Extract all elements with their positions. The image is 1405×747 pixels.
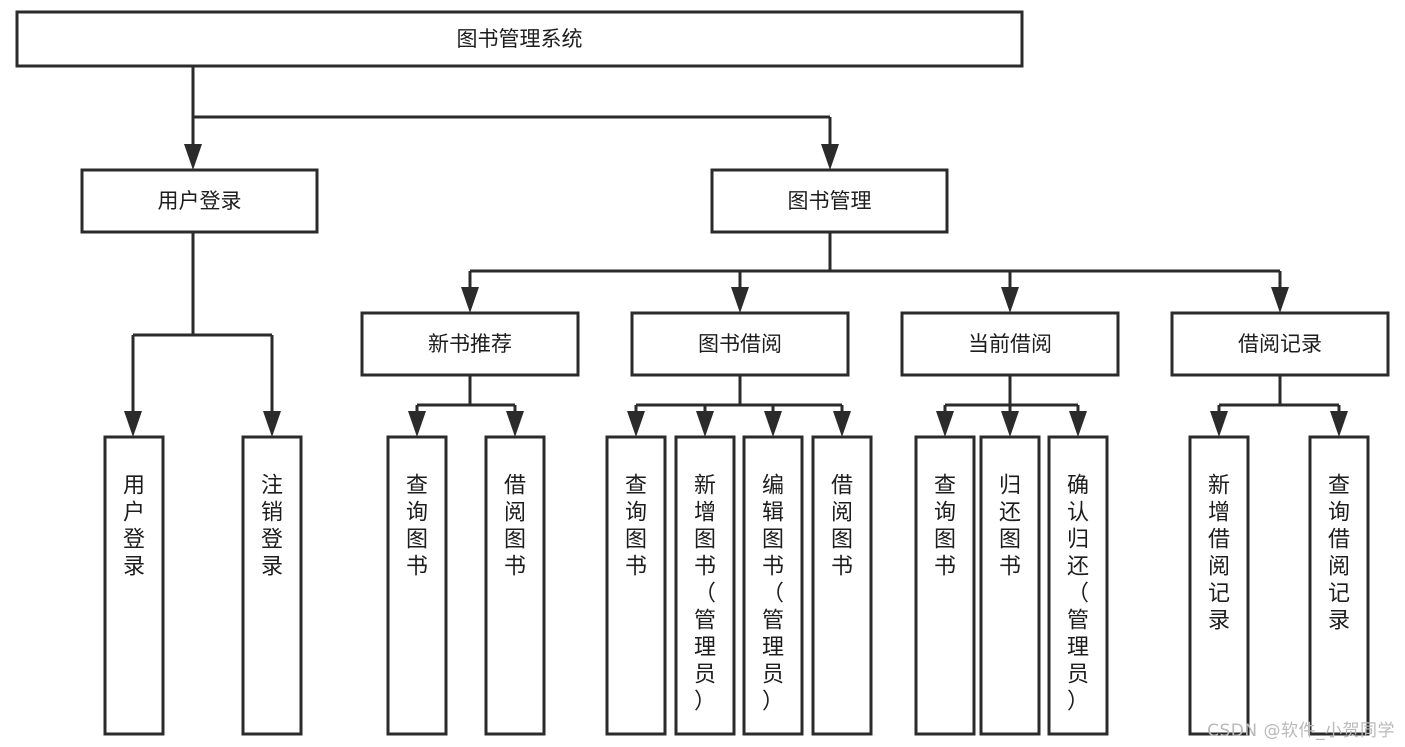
arrow-head-icon — [731, 287, 749, 313]
node-leaf-2[interactable]: 查询图书 — [386, 435, 448, 736]
arrow-head-icon — [408, 411, 426, 437]
arrow-head-icon — [1330, 411, 1348, 437]
node-level3-3-label: 借阅记录 — [1238, 332, 1322, 356]
node-leaf-4[interactable]: 查询图书 — [605, 435, 667, 736]
node-leaf-1-box[interactable] — [241, 435, 303, 736]
node-leaf-4-box[interactable] — [605, 435, 667, 736]
node-leaf-2-label: 查询图书 — [406, 473, 428, 579]
node-level2-0[interactable]: 用户登录 — [80, 168, 319, 234]
node-leaf-3-box[interactable] — [484, 435, 546, 736]
arrow-head-icon — [124, 411, 142, 437]
node-leaf-12-box[interactable] — [1308, 435, 1370, 736]
arrow-head-icon — [1210, 411, 1228, 437]
arrow-head-icon — [833, 411, 851, 437]
node-level2-1-box[interactable] — [710, 168, 949, 234]
arrow-head-icon — [263, 411, 281, 437]
node-leaf-12-label: 查询借阅记录 — [1328, 473, 1350, 633]
node-level3-1[interactable]: 图书借阅 — [630, 311, 850, 377]
node-level2-0-label: 用户登录 — [158, 189, 242, 213]
node-leaf-10-box[interactable] — [1047, 435, 1109, 736]
arrow-head-icon — [696, 411, 714, 437]
node-leaf-10[interactable]: 确认归还（管理员） — [1047, 435, 1109, 736]
node-leaf-7[interactable]: 借阅图书 — [811, 435, 873, 736]
arrow-head-icon — [1069, 411, 1087, 437]
node-level3-2-box[interactable] — [900, 311, 1120, 377]
arrow-head-icon — [184, 144, 202, 170]
node-leaf-1-label: 注销登录 — [261, 473, 283, 579]
node-leaf-8-label: 查询图书 — [934, 473, 956, 579]
arrow-head-icon — [1001, 287, 1019, 313]
connector-layer — [124, 66, 1348, 437]
node-leaf-8-box[interactable] — [914, 435, 976, 736]
node-leaf-9-label: 归还图书 — [999, 473, 1021, 579]
arrow-head-icon — [506, 411, 524, 437]
node-leaf-9[interactable]: 归还图书 — [979, 435, 1041, 736]
node-leaf-5-label: 新增图书（管理员） — [694, 473, 716, 714]
node-level3-1-box[interactable] — [630, 311, 850, 377]
node-level3-3-box[interactable] — [1170, 311, 1390, 377]
node-level3-0-box[interactable] — [360, 311, 580, 377]
node-level3-3[interactable]: 借阅记录 — [1170, 311, 1390, 377]
node-level2-1[interactable]: 图书管理 — [710, 168, 949, 234]
node-root-label: 图书管理系统 — [457, 27, 583, 51]
node-leaf-7-box[interactable] — [811, 435, 873, 736]
node-leaf-0-box[interactable] — [103, 435, 165, 736]
node-level2-0-box[interactable] — [80, 168, 319, 234]
node-leaf-6[interactable]: 编辑图书（管理员） — [742, 435, 804, 736]
arrow-head-icon — [821, 144, 839, 170]
arrow-head-icon — [936, 411, 954, 437]
node-level3-2[interactable]: 当前借阅 — [900, 311, 1120, 377]
node-level3-0-label: 新书推荐 — [428, 332, 512, 356]
node-leaf-3-label: 借阅图书 — [504, 473, 526, 579]
node-leaf-5[interactable]: 新增图书（管理员） — [674, 435, 736, 736]
csdn-watermark: CSDN @软件_小贺同学 — [1207, 721, 1395, 741]
node-leaf-12[interactable]: 查询借阅记录 — [1308, 435, 1370, 736]
node-leaf-11[interactable]: 新增借阅记录 — [1188, 435, 1250, 736]
node-leaf-1[interactable]: 注销登录 — [241, 435, 303, 736]
node-leaf-2-box[interactable] — [386, 435, 448, 736]
node-leaf-3[interactable]: 借阅图书 — [484, 435, 546, 736]
node-level3-2-label: 当前借阅 — [968, 332, 1052, 356]
node-leaf-0-label: 用户登录 — [123, 473, 145, 579]
node-leaf-11-box[interactable] — [1188, 435, 1250, 736]
node-leaf-6-box[interactable] — [742, 435, 804, 736]
node-leaf-8[interactable]: 查询图书 — [914, 435, 976, 736]
arrow-head-icon — [764, 411, 782, 437]
arrow-head-icon — [461, 287, 479, 313]
arrow-head-icon — [627, 411, 645, 437]
node-level2-1-label: 图书管理 — [788, 189, 872, 213]
node-leaf-11-label: 新增借阅记录 — [1208, 473, 1230, 633]
node-level3-0[interactable]: 新书推荐 — [360, 311, 580, 377]
node-root[interactable]: 图书管理系统 — [15, 10, 1024, 68]
node-leaf-5-box[interactable] — [674, 435, 736, 736]
arrow-head-icon — [1271, 287, 1289, 313]
node-leaf-7-label: 借阅图书 — [831, 473, 853, 579]
node-leaf-6-label: 编辑图书（管理员） — [762, 473, 784, 714]
node-layer: 图书管理系统用户登录图书管理新书推荐图书借阅当前借阅借阅记录用户登录注销登录查询… — [15, 10, 1390, 736]
node-leaf-4-label: 查询图书 — [625, 473, 647, 579]
node-leaf-0[interactable]: 用户登录 — [103, 435, 165, 736]
node-leaf-9-box[interactable] — [979, 435, 1041, 736]
node-leaf-10-label: 确认归还（管理员） — [1067, 473, 1089, 714]
arrow-head-icon — [1001, 411, 1019, 437]
node-root-box[interactable] — [15, 10, 1024, 68]
node-level3-1-label: 图书借阅 — [698, 332, 782, 356]
